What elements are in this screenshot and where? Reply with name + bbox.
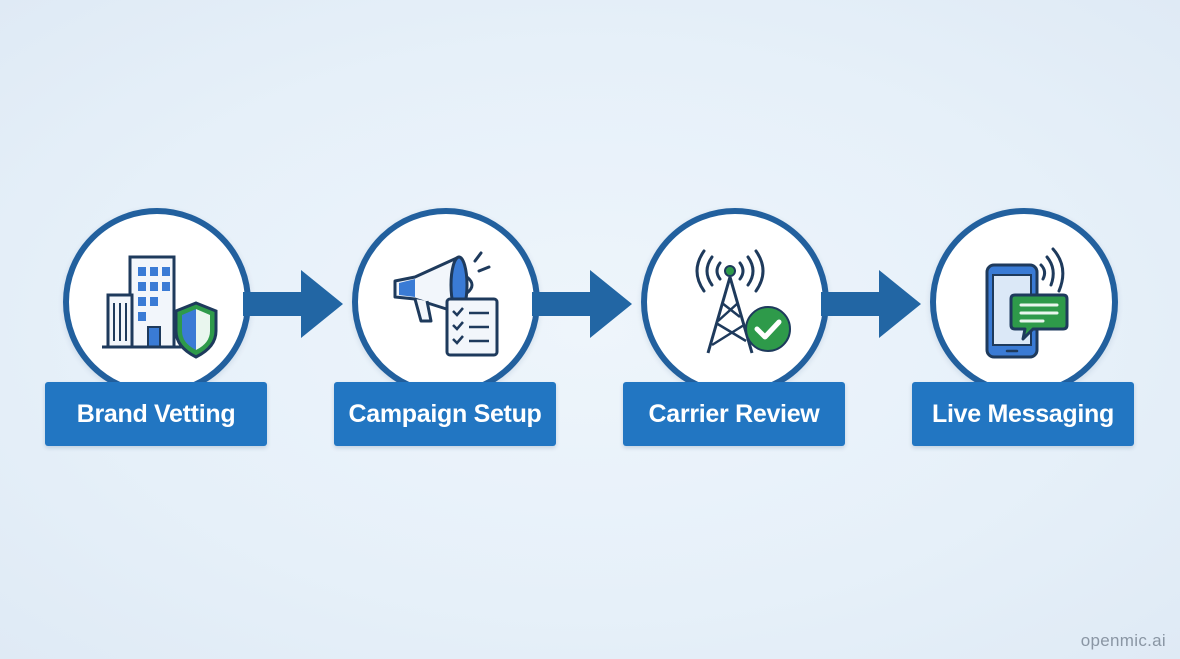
step-circle (641, 208, 829, 396)
step-live-messaging: Live Messaging (912, 208, 1136, 448)
step-circle (930, 208, 1118, 396)
step-label: Brand Vetting (45, 382, 267, 446)
step-brand-vetting: Brand Vetting (45, 208, 269, 448)
cell-tower-check-icon (695, 249, 791, 354)
step-circle (352, 208, 540, 396)
step-circle (63, 208, 251, 396)
step-label: Carrier Review (623, 382, 845, 446)
step-campaign-setup: Campaign Setup (334, 208, 558, 448)
arrow-right-icon (532, 266, 632, 342)
arrow-right-icon (821, 266, 921, 342)
phone-message-icon (985, 247, 1069, 359)
step-label: Campaign Setup (334, 382, 556, 446)
step-carrier-review: Carrier Review (623, 208, 847, 448)
megaphone-checklist-icon (393, 251, 499, 357)
step-label: Live Messaging (912, 382, 1134, 446)
arrow-right-icon (243, 266, 343, 342)
building-shield-icon (102, 255, 218, 359)
watermark: openmic.ai (1080, 631, 1166, 650)
